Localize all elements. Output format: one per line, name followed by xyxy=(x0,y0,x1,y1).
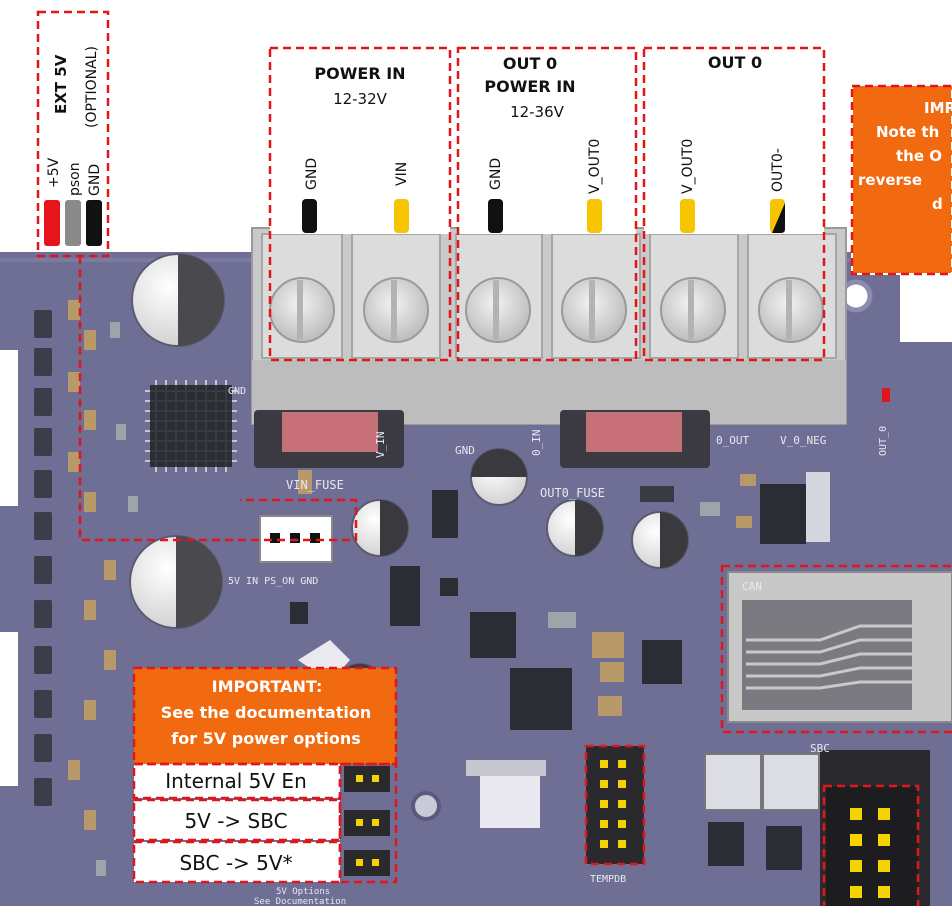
can-connector xyxy=(727,571,952,723)
ext5v-subtitle: (OPTIONAL) xyxy=(84,46,100,128)
important-right-outline xyxy=(850,84,952,276)
highlight-outlines xyxy=(36,10,952,906)
power-in-title: POWER IN xyxy=(314,64,405,83)
silk-sbc: SBC xyxy=(810,742,830,755)
note-line: d xyxy=(932,195,943,213)
important-5v-line1: See the documentation xyxy=(161,703,371,722)
tempdb-outline xyxy=(584,744,646,866)
sbc-outline xyxy=(822,784,920,906)
silkscreen: VIN_FUSE OUT0_FUSE V_IN GND 0_IN 0_OUT V… xyxy=(228,386,889,906)
silk-options-2: See Documentation xyxy=(254,897,346,906)
pin-label: V_OUT0 xyxy=(680,139,696,194)
wire-yellow xyxy=(587,199,602,233)
ext5v-route-outline xyxy=(78,256,358,542)
fuses xyxy=(254,410,710,468)
wire-black xyxy=(488,199,503,233)
ext5v-pin-label: pson xyxy=(67,162,83,196)
pin-label: V_OUT0 xyxy=(587,139,603,194)
silk-out0-led: OUT_0 xyxy=(878,426,889,456)
wire-red xyxy=(44,200,60,246)
wire-black xyxy=(302,199,317,233)
ext5v-title: EXT 5V xyxy=(52,54,70,114)
wire-yellow xyxy=(680,199,695,233)
ext5v-labels: EXT 5V (OPTIONAL) +5V pson GND xyxy=(44,46,103,246)
power-in-range: 12-32V xyxy=(333,90,388,108)
ext5v-pin-label: GND xyxy=(87,164,103,196)
jumper-headers xyxy=(344,766,390,876)
note-line: the O xyxy=(896,147,942,165)
sbc-header xyxy=(820,750,930,906)
silk-vin-fuse: VIN_FUSE xyxy=(286,478,344,492)
tempdb-header xyxy=(586,746,644,864)
pin-label: VIN xyxy=(394,162,410,186)
silk-out0-fuse: OUT0_FUSE xyxy=(540,486,605,500)
important-note-right: IMP Note th the O reverse d xyxy=(851,85,952,275)
silk-gnd: GND xyxy=(455,444,475,457)
option-label: 5V -> SBC xyxy=(184,809,287,833)
label-panels xyxy=(38,12,824,252)
terminal-block xyxy=(251,227,847,425)
silk-v0-neg: V_0_NEG xyxy=(780,434,826,447)
power-in-labels: POWER IN 12-32V GND VIN xyxy=(302,64,410,233)
wire-grey xyxy=(65,200,81,246)
wire-black xyxy=(86,200,102,246)
silk-power-label: 5V IN PS_ON GND xyxy=(228,576,318,587)
out0-labels: OUT 0 V_OUT0 OUT0- xyxy=(680,53,786,233)
important-note-5v: IMPORTANT: See the documentation for 5V … xyxy=(134,668,396,764)
silk-o-in: 0_IN xyxy=(530,430,543,457)
silk-v-in: V_IN xyxy=(374,432,387,459)
ics xyxy=(145,380,890,870)
note-line: IMP xyxy=(924,99,952,117)
important-5v-title: IMPORTANT: xyxy=(212,677,323,696)
silk-gnd-small: GND xyxy=(228,386,246,397)
wire-yellow xyxy=(394,199,409,233)
can-outline xyxy=(720,564,952,734)
capacitors xyxy=(129,253,689,713)
out0-power-labels: OUT 0 POWER IN 12-36V GND V_OUT0 xyxy=(484,54,603,233)
left-components xyxy=(0,300,138,876)
pin-label: GND xyxy=(488,158,504,190)
note-line: reverse xyxy=(858,171,922,189)
out0-power-title-2: POWER IN xyxy=(484,77,575,96)
out0-title: OUT 0 xyxy=(708,53,762,72)
note-line: Note th xyxy=(876,123,939,141)
silk-o-out: 0_OUT xyxy=(716,434,749,447)
out0-power-title-1: OUT 0 xyxy=(503,54,557,73)
out0-power-outline xyxy=(456,46,638,362)
pin-label: OUT0- xyxy=(770,148,786,192)
pin-label: GND xyxy=(304,158,320,190)
wire-striped xyxy=(770,199,785,233)
important-5v-line2: for 5V power options xyxy=(171,729,361,748)
option-label: Internal 5V En xyxy=(165,769,307,793)
silk-tempdb: TEMPDB xyxy=(590,874,626,885)
ext5v-pin-label: +5V xyxy=(46,157,62,188)
out0-power-range: 12-36V xyxy=(510,103,565,121)
jumper-outline xyxy=(338,762,398,884)
silk-options-1: 5V Options xyxy=(276,887,330,897)
silk-can: CAN xyxy=(742,580,762,593)
option-label: SBC -> 5V* xyxy=(179,851,292,875)
options-table: Internal 5V En 5V -> SBC SBC -> 5V* xyxy=(134,764,340,882)
